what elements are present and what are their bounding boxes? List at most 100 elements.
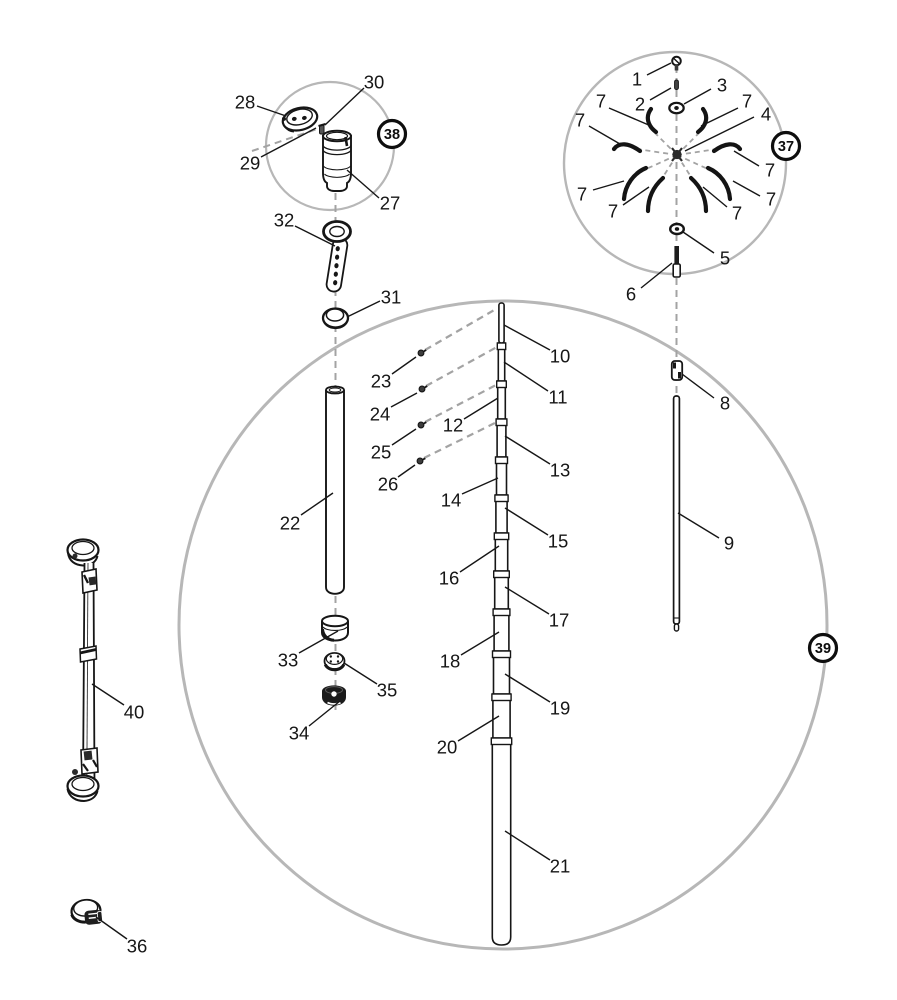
part-number-label-7: 7 [577, 184, 587, 205]
part-number-label-20: 20 [437, 737, 458, 758]
detail-circle-39 [177, 299, 829, 951]
set-screws-parts23-26 [416, 349, 428, 465]
detail-circle-badges: 37 38 39 [376, 118, 839, 664]
part-number-label-11: 11 [548, 387, 567, 408]
leader-line-part-31 [346, 300, 381, 318]
leader-line-part-36 [95, 916, 128, 940]
part-number-label-7: 7 [742, 91, 752, 112]
leader-line-part-27 [346, 169, 380, 199]
leader-line-part-18 [460, 631, 500, 656]
leader-line-part-25 [391, 428, 417, 446]
detail-badge-37: 37 [770, 130, 802, 162]
pole-joint-ferrule [494, 456, 509, 465]
set-screw [417, 421, 427, 429]
pole-joint-ferrule [493, 570, 511, 579]
part-number-label-13: 13 [550, 460, 571, 481]
spacer-disc-part35 [323, 652, 346, 672]
part-number-label-10: 10 [550, 346, 571, 367]
leader-line-part-40 [91, 683, 125, 706]
part-number-label-24: 24 [370, 404, 391, 425]
leader-line-part-12 [463, 397, 499, 420]
part-number-label-3: 3 [717, 75, 727, 96]
leader-line-part-11 [503, 361, 549, 392]
part-number-label-40: 40 [124, 702, 145, 723]
part-number-label-26: 26 [378, 474, 399, 495]
part-number-label-31: 31 [381, 287, 402, 308]
part-number-label-7: 7 [766, 189, 776, 210]
part-number-label-35: 35 [377, 680, 398, 701]
part-number-label-25: 25 [371, 442, 392, 463]
part-number-label-29: 29 [240, 153, 261, 174]
badge-number: 38 [384, 127, 400, 143]
eye-screw-part1 [671, 55, 682, 71]
pole-joint-ferrule [496, 380, 508, 389]
detail-badge-39: 39 [807, 632, 839, 664]
pole-joint-ferrule [490, 737, 513, 746]
part-number-label-16: 16 [439, 568, 460, 589]
part-number-label-7: 7 [765, 160, 775, 181]
set-screw [418, 385, 428, 393]
part-number-label-18: 18 [440, 651, 461, 672]
leader-line-part-23 [391, 356, 417, 375]
part-number-label-19: 19 [550, 698, 571, 719]
part-number-label-7: 7 [732, 203, 742, 224]
mast-tube-part22 [325, 385, 345, 595]
telescoping-pole-parts10-21 [490, 302, 513, 946]
leader-line-part-14 [461, 477, 499, 495]
hose-clamp-part36 [70, 898, 103, 925]
rubber-plug-part34 [322, 685, 346, 706]
screw-to-pole-dashed-line [424, 383, 499, 423]
screw-to-pole-dashed-line [425, 346, 498, 387]
leader-line-part-34 [308, 700, 341, 727]
leader-line-part-19 [504, 673, 551, 703]
detail-badge-38: 38 [376, 118, 408, 150]
leader-line-part-4 [684, 116, 755, 152]
part-number-label-5: 5 [720, 248, 730, 269]
pole-joint-ferrule [491, 650, 512, 659]
part-number-label-7: 7 [608, 201, 618, 222]
part-number-label-21: 21 [550, 856, 571, 877]
bird-spike-arms-part7 [611, 106, 743, 214]
leader-line-part-3 [683, 88, 712, 105]
part-number-label-4: 4 [761, 104, 771, 125]
part-number-label-7: 7 [596, 91, 606, 112]
screw-part30 [318, 123, 326, 135]
leader-line-part-20 [457, 715, 500, 742]
pole-joint-ferrule [492, 608, 511, 617]
leader-line-part-17 [504, 586, 550, 615]
leader-line-part-28 [256, 105, 287, 117]
leader-line-part-7 [588, 125, 621, 145]
wing-nut-part3 [668, 101, 685, 115]
leader-line-part-7 [733, 150, 760, 167]
leader-line-part-33 [298, 630, 339, 654]
part-number-label-36: 36 [127, 936, 148, 957]
component-art-layer [66, 55, 743, 925]
pole-joint-ferrule [491, 693, 512, 702]
extension-rod-part9 [672, 395, 681, 632]
end-cap-part33 [321, 614, 349, 642]
leader-line-part-32 [294, 225, 336, 247]
pole-joint-ferrule [493, 532, 510, 541]
leader-line-part-1 [646, 62, 672, 76]
threaded-stud-part6 [672, 246, 682, 278]
part-number-label-30: 30 [364, 72, 385, 93]
pole-section [498, 302, 505, 344]
spike-axis-dashed-line [643, 154, 678, 171]
part-number-label-17: 17 [549, 610, 570, 631]
collar-ring-part31 [321, 307, 350, 330]
leader-line-part-15 [504, 507, 549, 536]
leader-line-part-30 [324, 87, 365, 126]
leader-line-part-22 [300, 492, 334, 516]
part-number-label-15: 15 [548, 531, 569, 552]
callout-labels-layer: 1234567777777789101112131415161718192021… [91, 62, 776, 957]
leader-line-part-16 [459, 545, 500, 573]
part-number-label-6: 6 [626, 284, 636, 305]
set-screw [417, 349, 427, 357]
set-screw [416, 457, 426, 465]
part-number-label-28: 28 [235, 92, 256, 113]
pole-section [491, 737, 512, 946]
leader-line-part-26 [397, 464, 416, 478]
leader-line-part-7 [702, 186, 728, 208]
part-number-label-22: 22 [280, 513, 301, 534]
